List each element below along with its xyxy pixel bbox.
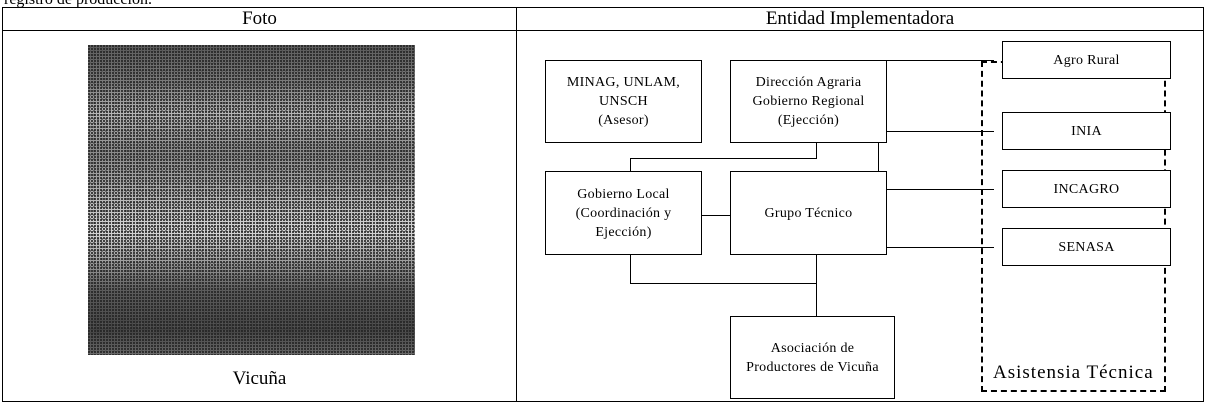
photo-caption: Vicuña xyxy=(232,368,287,389)
box-grupo-tecnico: Grupo Técnico xyxy=(730,171,887,255)
org-chart-cell: MINAG, UNLAM, UNSCH (Asesor) Dirección A… xyxy=(516,30,1204,402)
connector-line xyxy=(630,283,817,284)
connector-line xyxy=(878,247,994,248)
project-table: Foto Entidad Implementadora Vicuña xyxy=(2,7,1204,402)
connector-line xyxy=(816,143,817,159)
connector-line xyxy=(878,131,994,132)
box-minag-asesor: MINAG, UNLAM, UNSCH (Asesor) xyxy=(545,60,702,143)
preceding-text: registro de producción. xyxy=(4,0,152,9)
box-asociacion-productores: Asociación de Productores de Vicuña xyxy=(730,316,895,399)
connector-line xyxy=(878,189,994,190)
photo-cell: Vicuña xyxy=(2,30,517,402)
asistencia-tecnica-group xyxy=(981,61,1166,392)
photo-column-header: Foto xyxy=(2,7,517,31)
connector-line xyxy=(878,60,994,61)
vicuna-photo xyxy=(88,45,415,355)
box-agro-rural: Agro Rural xyxy=(1002,41,1171,79)
asistencia-tecnica-label: Asistensia Técnica xyxy=(993,362,1154,383)
box-gobierno-local: Gobierno Local (Coordinación y Ejección) xyxy=(545,171,702,255)
connector-line xyxy=(878,60,879,248)
box-senasa: SENASA xyxy=(1002,228,1171,266)
org-chart: MINAG, UNLAM, UNSCH (Asesor) Dirección A… xyxy=(517,31,1204,401)
connector-line xyxy=(630,158,817,159)
box-incagro: INCAGRO xyxy=(1002,170,1171,208)
entity-column-header: Entidad Implementadora xyxy=(516,7,1204,31)
box-direccion-agraria: Dirección Agraria Gobierno Regional (Eje… xyxy=(730,60,887,143)
connector-line xyxy=(630,158,631,172)
connector-line xyxy=(701,215,730,216)
connector-line xyxy=(816,255,817,317)
box-inia: INIA xyxy=(1002,112,1171,150)
connector-line xyxy=(630,255,631,284)
